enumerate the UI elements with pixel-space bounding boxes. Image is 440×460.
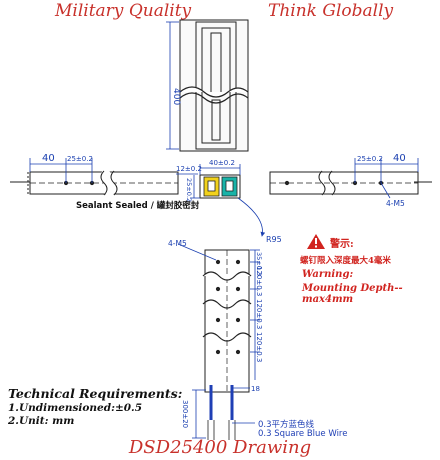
- top-section: [179, 19, 249, 152]
- warning-title: 警示:: [330, 239, 354, 250]
- dim-center: [176, 164, 241, 199]
- slogan-left: Military Quality: [55, 1, 192, 21]
- thread-label-right: 4-M5: [386, 199, 405, 208]
- dim-right-spacing: 25±0.2: [357, 155, 383, 163]
- dim-radius: R95: [266, 235, 282, 244]
- blue-wires: [209, 385, 234, 420]
- sealant-label: Sealant Sealed / 罐封胶密封: [76, 201, 200, 211]
- left-section: [10, 167, 179, 199]
- dim-left-40: 40: [42, 153, 55, 164]
- tech-req-1: 1.Undimensioned:±0.5: [8, 402, 143, 414]
- dim-wire: [192, 387, 255, 439]
- dim-bottom-120-1: 120±0.3: [255, 266, 263, 296]
- warning-block: 警示: 螺钉限入深度最大4毫米 Warning: Mounting Depth-…: [300, 235, 440, 305]
- dim-right: [354, 158, 419, 199]
- dim-left-spacing: 25±0.2: [67, 155, 93, 163]
- cross-section: [199, 174, 241, 199]
- dim-400: [166, 21, 179, 150]
- wire-label-english: 0.3 Square Blue Wire: [258, 429, 348, 439]
- slogan-right: Think Globally: [268, 1, 394, 21]
- wire-label-chinese: 0.3平方蓝色线: [258, 420, 315, 430]
- dim-bottom-35: 35±0.3: [255, 252, 263, 276]
- thread-label-bottom: 4-M5: [168, 239, 187, 248]
- warning-chinese: 螺钉限入深度最大4毫米: [300, 256, 391, 266]
- dim-bottom: [177, 243, 260, 380]
- drawing-caption: DSD25400 Drawing: [128, 437, 312, 458]
- dim-center-25: 25±0.2: [185, 178, 193, 202]
- wire-leads: [207, 420, 236, 440]
- dim-center-12: 12±0.2: [176, 165, 202, 173]
- right-section: [269, 170, 432, 196]
- dim-center-40: 40±0.2: [209, 159, 235, 167]
- radius-arc: [237, 197, 266, 237]
- dim-400-label: 400: [171, 88, 181, 105]
- dim-wire-gap: 18: [251, 385, 260, 393]
- dim-bottom-120-3: 120±0.3: [255, 332, 263, 362]
- warning-english-1: Warning:: [302, 269, 354, 280]
- dim-bottom-120-2: 120±0.3: [255, 299, 263, 329]
- dim-right-40: 40: [393, 153, 406, 164]
- warning-triangle-icon: [307, 234, 325, 249]
- tech-req-2: 2.Unit: mm: [8, 415, 75, 427]
- tech-heading: Technical Requirements:: [8, 386, 183, 401]
- technical-requirements: Technical Requirements: 1.Undimensioned:…: [8, 386, 182, 427]
- warning-english-2: Mounting Depth--max4mm: [302, 283, 403, 305]
- dim-wire-length: 300±20: [181, 400, 189, 428]
- bottom-section: [202, 249, 252, 393]
- dim-left: [29, 158, 93, 183]
